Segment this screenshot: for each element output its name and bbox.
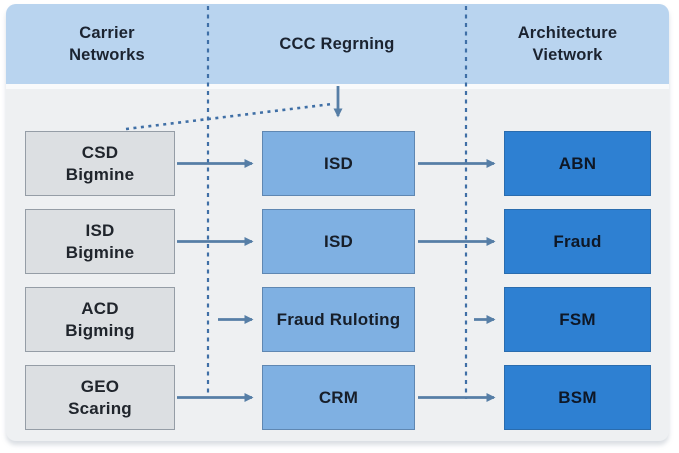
node-abn: ABN (504, 131, 651, 196)
node-acd-bigming: ACD Bigming (25, 287, 175, 352)
node-geo-scaring: GEO Scaring (25, 365, 175, 430)
node-fraud-ruloting: Fraud Ruloting (262, 287, 415, 352)
node-isd-2: ISD (262, 209, 415, 274)
column-header-band: Carrier Networks CCC Regrning Architectu… (6, 4, 669, 84)
column-header-ccc-regrning: CCC Regrning (279, 34, 395, 53)
node-crm: CRM (262, 365, 415, 430)
node-csd-bigmine: CSD Bigmine (25, 131, 175, 196)
node-isd-bigmine: ISD Bigmine (25, 209, 175, 274)
column-header-architecture-vietwork: Architecture Vietwork (517, 23, 618, 64)
node-isd-1: ISD (262, 131, 415, 196)
node-fsm: FSM (504, 287, 651, 352)
node-fraud: Fraud (504, 209, 651, 274)
column-header-carrier-networks: Carrier Networks (69, 23, 145, 64)
node-bsm: BSM (504, 365, 651, 430)
header-separator (6, 84, 669, 89)
